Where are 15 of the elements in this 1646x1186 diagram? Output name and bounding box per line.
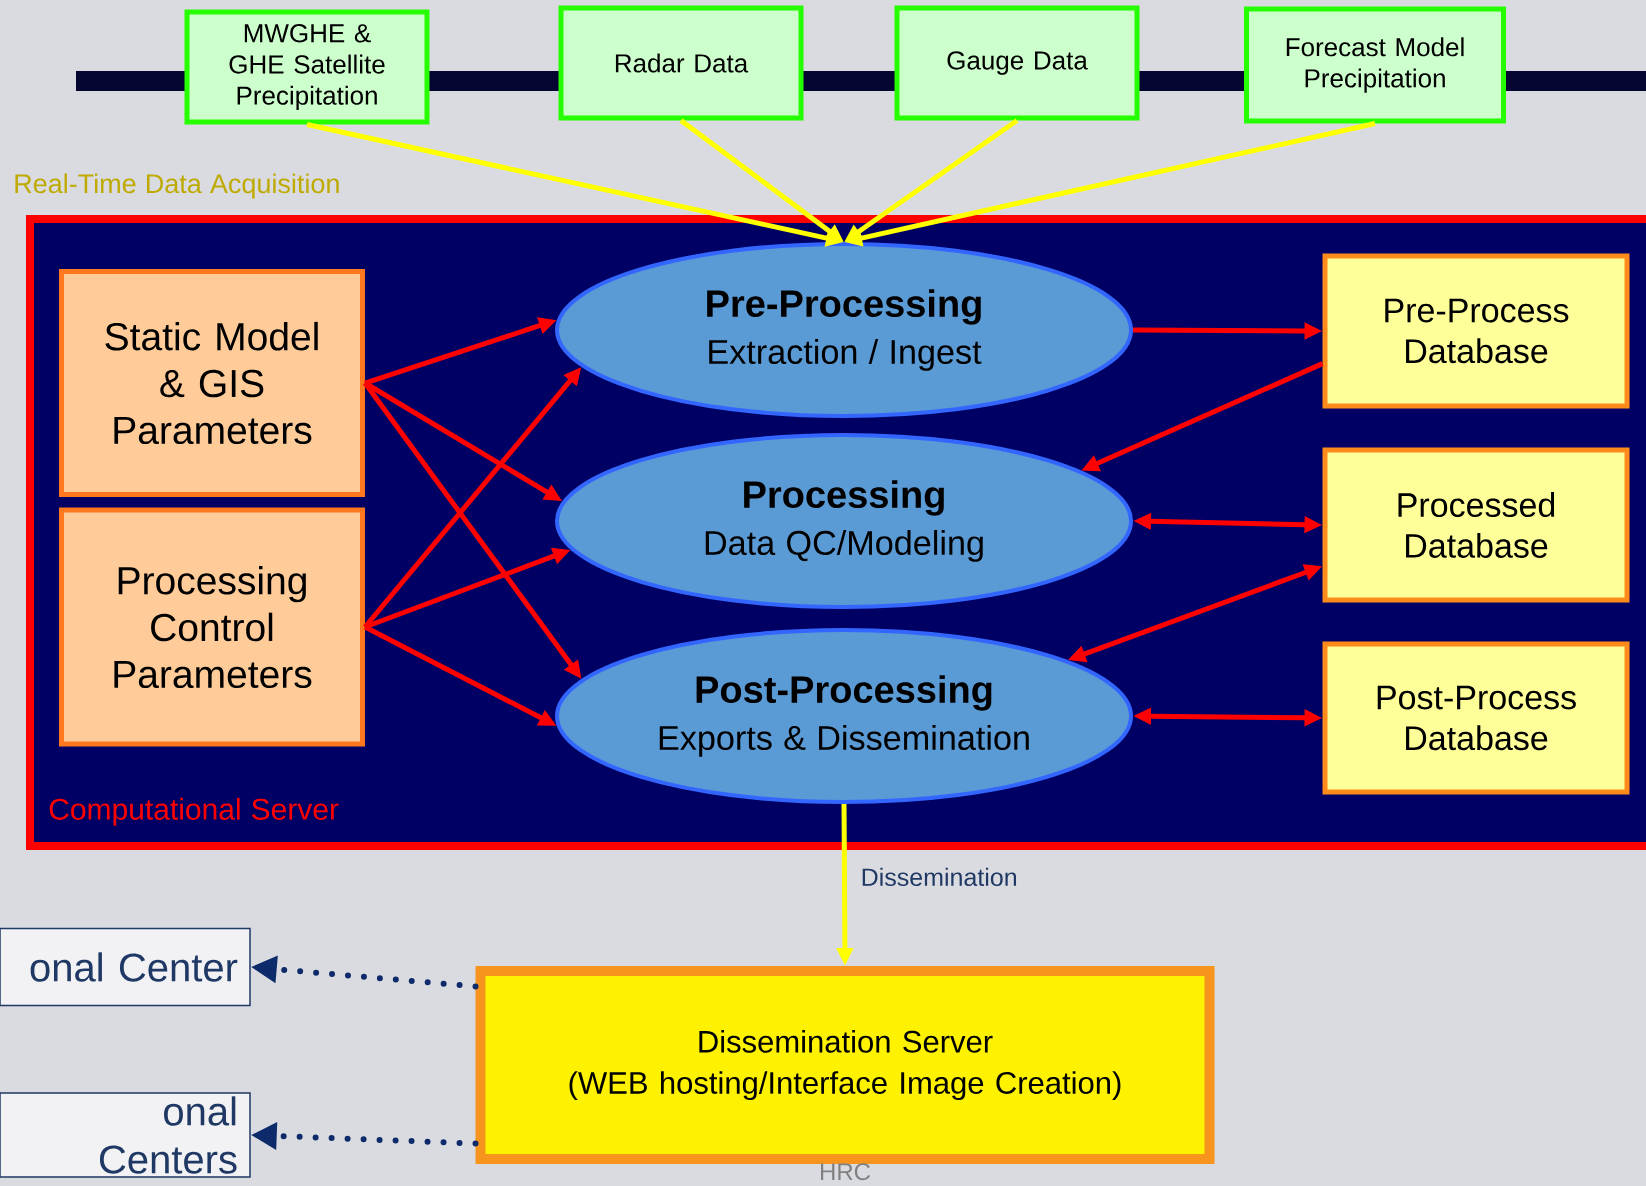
server-box: Dissemination Server (WEB hosting/Interface Image Creation)	[475, 966, 1215, 1164]
input-box: Forecast Model Precipitation	[1244, 6, 1506, 124]
parameter-box: Processing Control Parameters	[59, 507, 365, 747]
node-label: HRC	[821, 1163, 871, 1181]
input-box: Gauge Data	[894, 5, 1140, 121]
input-box: MWGHE & GHE Satellite Precipitation	[184, 9, 430, 125]
center-box: onal Center	[0, 927, 251, 1007]
center-box: onal Centers	[0, 1092, 251, 1178]
edge-label: Dissemination	[858, 865, 1020, 889]
input-box: Radar Data	[558, 5, 804, 121]
database-box: Post-Process Database	[1322, 641, 1630, 795]
section-label: Real-Time Data Acquisition	[15, 173, 339, 199]
parameter-box: Static Model & GIS Parameters	[59, 269, 365, 497]
database-box: Pre-Process Database	[1322, 253, 1630, 409]
database-box: Processed Database	[1322, 447, 1630, 603]
